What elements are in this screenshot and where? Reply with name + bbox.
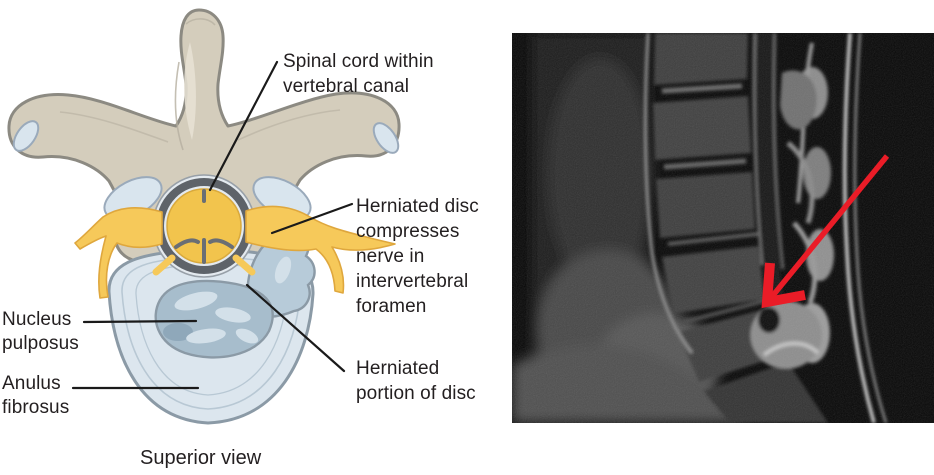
nucleus-pulposus (154, 279, 274, 359)
mri-arrow-icon (761, 154, 890, 309)
mri-image (512, 33, 934, 423)
vertebra-illustration (7, 8, 401, 425)
nerve-rootlets (152, 254, 256, 276)
figure-caption: Superior view (140, 447, 262, 469)
label-anulus-fibrosus: Anulus fibrosus (2, 373, 70, 418)
label-herniated-disc: Herniated disc compresses nerve in inter… (356, 196, 479, 317)
leader-lines (71, 60, 354, 390)
label-nucleus-pulposus: Nucleus pulposus (2, 309, 79, 354)
bone-highlight (184, 42, 196, 140)
label-spinal-cord: Spinal cord within vertebral canal (283, 51, 434, 97)
label-herniated-portion: Herniated portion of disc (356, 358, 476, 404)
spinal-cord (152, 174, 256, 278)
mri-grain-texture (512, 33, 934, 423)
left-spinal-nerve (74, 207, 163, 299)
